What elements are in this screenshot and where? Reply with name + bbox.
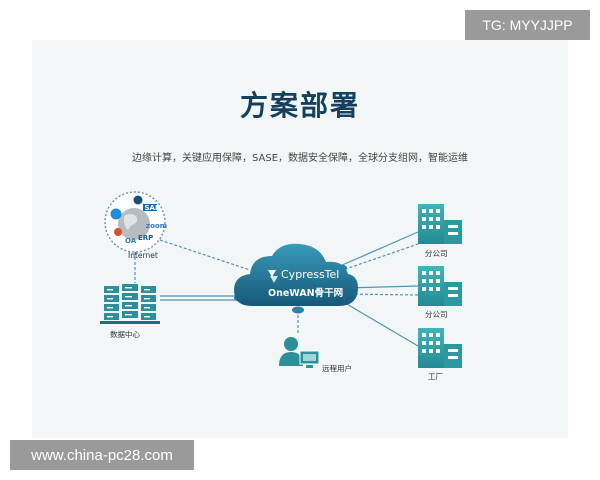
link-cloud-branch1-solid <box>339 231 419 267</box>
datacenter-label: 数据中心 <box>110 330 140 339</box>
page-title: 方案部署 <box>239 89 360 122</box>
salesforce-icon <box>110 208 122 220</box>
router-node <box>292 306 304 314</box>
cloud-name-label: OneWAN骨干网 <box>268 288 343 299</box>
branch-building-1-icon <box>418 204 462 244</box>
cloud-brand-label: CypressTel <box>281 268 339 281</box>
huawei-icon <box>114 228 122 236</box>
branch-label-2: 分公司 <box>425 310 448 319</box>
sap-icon <box>143 204 157 211</box>
erp-label: ERP <box>138 234 153 242</box>
branch-label-1: 分公司 <box>425 249 448 258</box>
sap-label: SAP <box>145 204 161 212</box>
branch-building-2-icon <box>418 266 462 306</box>
tg-watermark: TG: MYYJJPP <box>465 10 590 40</box>
datacenter-icon <box>100 284 160 324</box>
link-cloud-branch1-dashed <box>339 243 419 272</box>
internet-label: Internet <box>128 251 158 260</box>
link-cloud-factory <box>339 299 419 347</box>
onewan-cloud: CypressTel OneWAN骨干网 <box>234 243 358 306</box>
factory-building-icon <box>418 328 462 368</box>
oa-label: OA <box>125 237 137 245</box>
cypresstel-logo-icon <box>268 270 278 283</box>
page-subtitle: 边缘计算，关键应用保障，SASE，数据安全保障，全球分支组网，智能运维 <box>131 153 469 164</box>
factory-label: 工厂 <box>428 372 443 381</box>
link-internet-cloud <box>159 239 251 271</box>
connection-lines <box>134 231 419 347</box>
internet-globe: SAP zoom ERP OA <box>104 191 167 253</box>
zoom-label: zoom <box>146 222 167 230</box>
remote-user-icon <box>279 337 320 368</box>
site-watermark: www.china-pc28.com <box>10 440 194 470</box>
app-icon <box>133 195 143 205</box>
remote-user-label: 远程用户 <box>322 364 352 373</box>
